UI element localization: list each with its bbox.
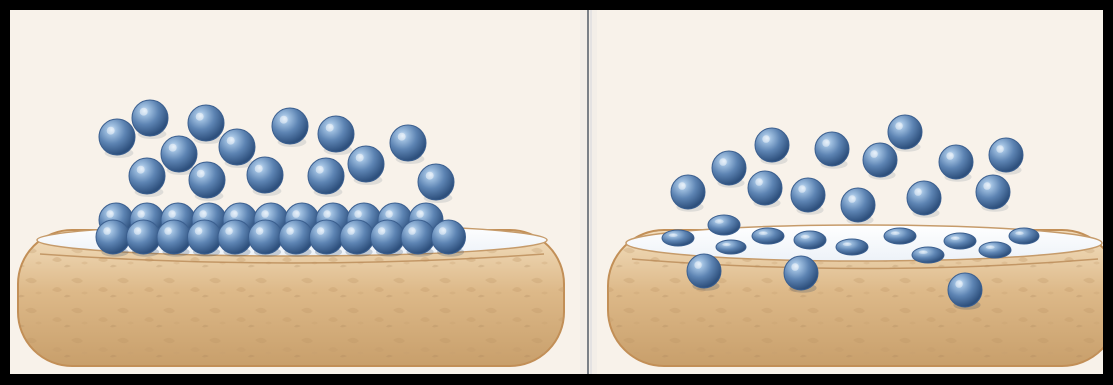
right-surface-particle-6 <box>836 239 868 255</box>
right-surface-particle-3 <box>716 240 746 254</box>
right-surface-particle-5 <box>794 231 826 249</box>
right-surface-particle-2 <box>708 215 740 235</box>
right-surface-particle-8 <box>912 247 944 263</box>
right-surface-particle-9 <box>944 233 976 249</box>
right-surface-particle-4 <box>752 228 784 244</box>
right-surface-particle-7 <box>884 228 916 244</box>
right-surface-particle-1 <box>662 230 694 246</box>
right-surface-particle-11 <box>1009 228 1039 244</box>
right-surface-particle-10 <box>979 242 1011 258</box>
